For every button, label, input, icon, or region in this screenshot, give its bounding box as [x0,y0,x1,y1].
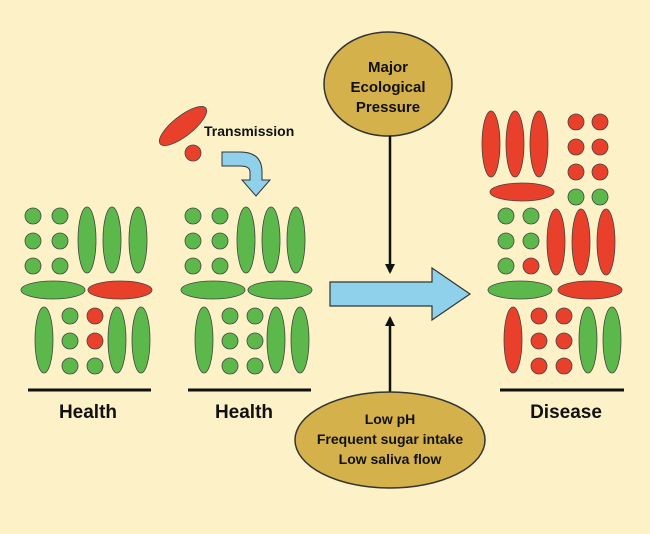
disease-label: Disease [530,402,602,423]
transmitted-bacteria [158,106,208,162]
pressure-line-3: Pressure [356,99,420,116]
transmission-label: Transmission [204,123,294,139]
health-community-2 [180,206,313,375]
shift-arrow [329,266,472,322]
health-1-label: Health [59,402,117,423]
pressure-bubble [323,31,453,137]
transmission-arrow [221,151,272,197]
factors-line-1: Low pH [365,411,416,427]
pressure-line-2: Ecological [350,79,425,96]
health-community-1 [20,206,153,375]
disease-community [481,110,623,375]
factors-line-2: Frequent sugar intake [317,431,463,447]
factors-line-3: Low saliva flow [339,451,442,467]
factors-bubble [294,391,486,489]
health-2-label: Health [215,402,273,423]
pressure-line-1: Major [368,59,408,76]
